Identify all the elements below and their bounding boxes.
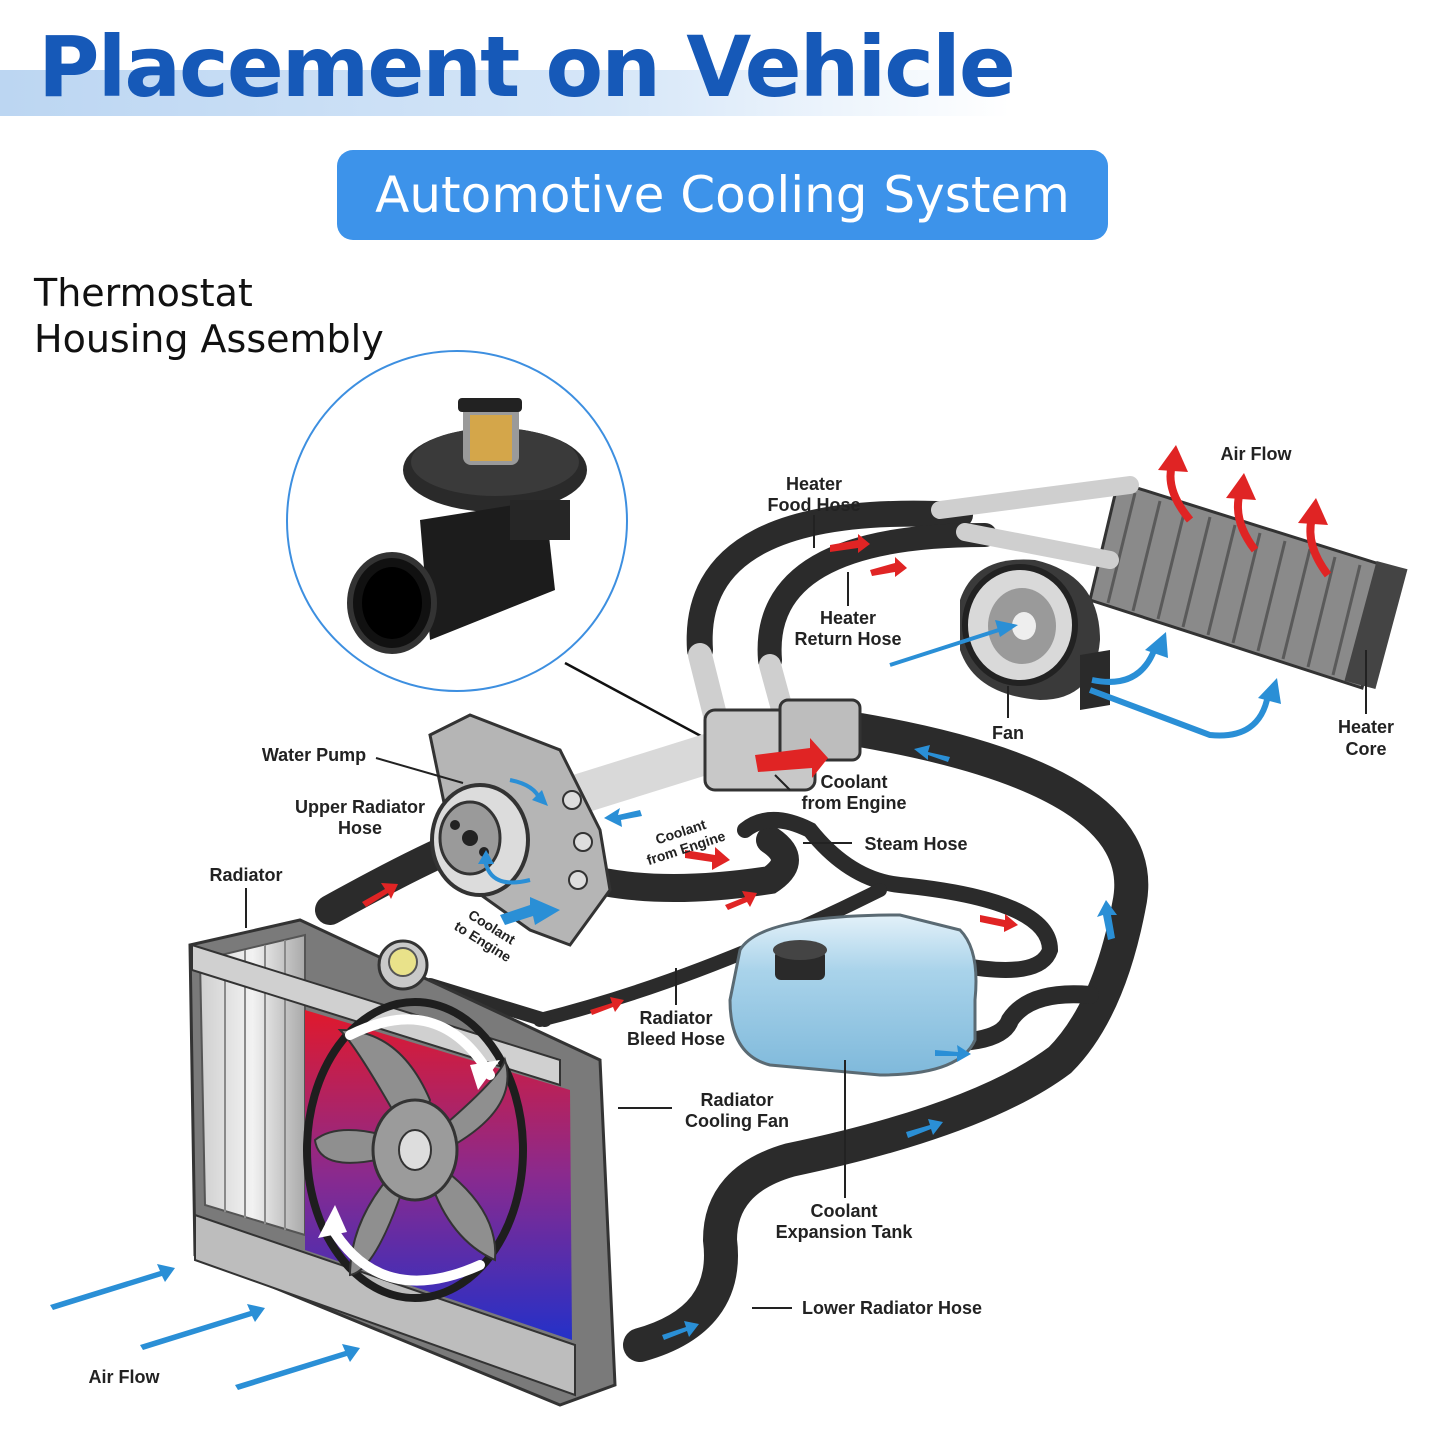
label-radiator-bleed-hose-2: Bleed Hose bbox=[627, 1029, 725, 1049]
label-coolant-expansion-tank-2: Expansion Tank bbox=[776, 1222, 914, 1242]
part-label-line2: Housing Assembly bbox=[34, 317, 384, 361]
radiator-bleed-hose bbox=[533, 883, 887, 1027]
lower-radiator-hose bbox=[623, 713, 1149, 1362]
label-radiator-cooling-fan-1: Radiator bbox=[700, 1090, 773, 1110]
label-radiator-cooling-fan-2: Cooling Fan bbox=[685, 1111, 789, 1131]
part-label-line1: Thermostat bbox=[34, 271, 253, 315]
heater-food-hose bbox=[686, 500, 973, 663]
label-coolant-from-engine-2: from Engine bbox=[801, 793, 906, 813]
label-upper-radiator-hose-1: Upper Radiator bbox=[295, 797, 425, 817]
label-coolant-from-engine-1: Coolant bbox=[821, 772, 888, 792]
leader-lines bbox=[245, 515, 1367, 1309]
page-title: Placement on Vehicle bbox=[38, 18, 1016, 116]
radiator-cooling-fan bbox=[303, 998, 527, 1302]
label-heater-core-2: Core bbox=[1345, 739, 1386, 759]
title-band bbox=[0, 70, 1010, 116]
blower-fan bbox=[960, 559, 1110, 710]
heater-air-arrows bbox=[1158, 445, 1332, 578]
label-heater-food-hose-2: Food Hose bbox=[768, 495, 861, 515]
label-air-flow-bottom: Air Flow bbox=[89, 1367, 161, 1387]
label-lower-radiator-hose: Lower Radiator Hose bbox=[802, 1298, 982, 1318]
water-pump bbox=[428, 713, 612, 947]
cold-flow-arrows bbox=[478, 620, 1281, 1340]
coolant-expansion-tank bbox=[728, 913, 978, 1077]
thermostat-housing-image bbox=[347, 398, 587, 654]
label-radiator-bleed-hose-1: Radiator bbox=[639, 1008, 712, 1028]
label-air-flow-top: Air Flow bbox=[1221, 444, 1293, 464]
subtitle: Automotive Cooling System bbox=[375, 166, 1070, 224]
heater-return-hose bbox=[757, 523, 997, 672]
label-fan: Fan bbox=[992, 723, 1024, 743]
label-heater-food-hose-1: Heater bbox=[786, 474, 842, 494]
engine-pipes bbox=[540, 698, 862, 820]
label-heater-return-hose-2: Return Hose bbox=[794, 629, 901, 649]
diagram-labels: Air Flow Heater Food Hose Heater Return … bbox=[89, 444, 1395, 1387]
zoom-pointer-line bbox=[564, 661, 713, 744]
subtitle-banner: Automotive Cooling System bbox=[337, 150, 1108, 240]
steam-hose bbox=[737, 812, 1059, 978]
thermostat-zoom bbox=[286, 350, 713, 744]
label-radiator: Radiator bbox=[209, 865, 282, 885]
label-heater-core-1: Heater bbox=[1338, 717, 1394, 737]
label-water-pump: Water Pump bbox=[262, 745, 366, 765]
label-steam-hose: Steam Hose bbox=[864, 834, 967, 854]
part-label: Thermostat Housing Assembly bbox=[34, 270, 384, 362]
hot-flow-arrows bbox=[362, 534, 1018, 1015]
radiator-air-arrows bbox=[50, 1264, 360, 1390]
label-upper-radiator-hose-2: Hose bbox=[338, 818, 382, 838]
heater-core bbox=[1088, 480, 1408, 690]
label-heater-return-hose-1: Heater bbox=[820, 608, 876, 628]
label-coolant-expansion-tank-1: Coolant bbox=[811, 1201, 878, 1221]
